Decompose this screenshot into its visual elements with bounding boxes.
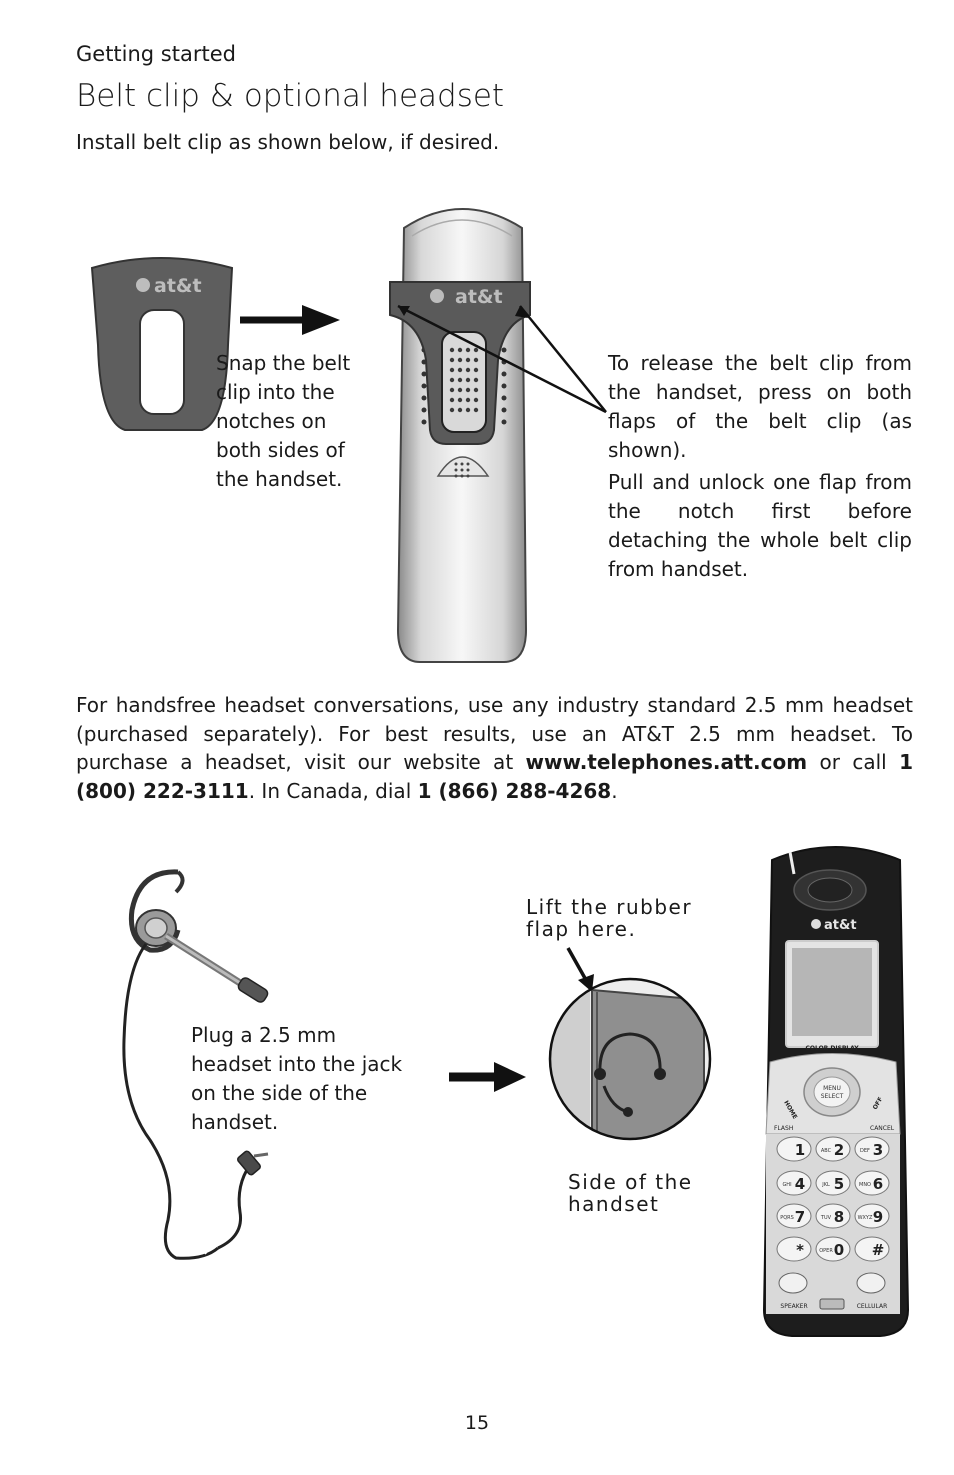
cancel-label: CANCEL <box>870 1125 895 1132</box>
key-digit: 3 <box>873 1141 883 1159</box>
lift-pointer <box>566 947 594 992</box>
key-digit: 7 <box>795 1208 805 1226</box>
key-2-button[interactable] <box>815 1136 851 1162</box>
key-letters: ABC <box>821 1148 832 1154</box>
side-label: Side of the handset <box>568 1171 693 1215</box>
section-label: Getting started <box>76 42 236 66</box>
arrow-right-icon <box>449 1062 526 1092</box>
speaker-button[interactable] <box>778 1272 808 1294</box>
key-6-button[interactable] <box>854 1170 890 1196</box>
key-digit: 8 <box>834 1208 844 1226</box>
key-5-button[interactable] <box>815 1170 851 1196</box>
key-digit: 9 <box>873 1208 883 1226</box>
key-digit: 4 <box>795 1175 805 1193</box>
key-3-button[interactable] <box>854 1136 890 1162</box>
key-letters: OPER <box>819 1248 833 1254</box>
unlock-instruction: Pull and unlock one flap from the notch … <box>608 470 912 581</box>
key-star-button[interactable] <box>776 1236 812 1262</box>
lift-instruction: Lift the rubber flap here. <box>526 896 692 940</box>
phone-canada: 1 (866) 288-4268 <box>417 778 612 803</box>
key-digit: 1 <box>795 1141 805 1159</box>
key-7-button[interactable] <box>776 1203 812 1229</box>
headset-icon <box>122 869 269 1260</box>
lift-line-2: flap here. <box>526 917 637 941</box>
website-link[interactable]: www.telephones.att.com <box>525 750 808 774</box>
key-letters: GHI <box>782 1182 791 1188</box>
headset-illustration: at&t COLOR DISPLAY MENU SELECT HOME OFF … <box>122 846 910 1337</box>
key-digit: * <box>796 1241 804 1259</box>
plug-instruction: Plug a 2.5 mm headset into the jack on t… <box>191 1023 403 1134</box>
key-letters: MNO <box>859 1182 871 1188</box>
intro-text: Install belt clip as shown below, if des… <box>76 130 500 154</box>
flap-pointer-lines <box>397 304 607 414</box>
side-line-1: Side of the <box>568 1170 693 1194</box>
key-1-button[interactable] <box>776 1136 812 1162</box>
key-0-button[interactable] <box>815 1236 851 1262</box>
page-number: 15 <box>464 1412 490 1434</box>
key-9-button[interactable] <box>854 1203 890 1229</box>
page-title: Belt clip & optional headset <box>76 78 505 114</box>
color-display-text: COLOR DISPLAY <box>805 1045 859 1052</box>
key-digit: 5 <box>834 1175 844 1193</box>
release-instruction: To release the belt clip from the handse… <box>608 351 912 462</box>
headset-jack-icon <box>594 1032 666 1117</box>
headset-info-text: . In Canada, dial <box>248 778 418 803</box>
side-line-2: handset <box>568 1192 660 1216</box>
key-digit: 2 <box>834 1141 844 1159</box>
key-8-button[interactable] <box>815 1203 851 1229</box>
headset-info-text: . <box>611 778 618 803</box>
headset-info-paragraph: For handsfree headset conversations, use… <box>76 691 913 805</box>
snap-instruction: Snap the belt clip into the notches on b… <box>216 351 351 491</box>
handset-back-icon: at&t <box>389 208 531 663</box>
microphone-icon <box>819 1298 845 1310</box>
key-digit: 0 <box>834 1241 844 1259</box>
flash-label: FLASH <box>774 1125 793 1132</box>
belt-clip-illustration: at&t at&t <box>90 208 607 663</box>
clip-logo-text: at&t <box>154 275 202 297</box>
key-digit: 6 <box>873 1175 883 1193</box>
cellular-label: CELLULAR <box>857 1303 888 1310</box>
phone-logo-text: at&t <box>824 918 857 933</box>
belt-clip-icon: at&t <box>90 257 234 431</box>
key-letters: WXYZ <box>858 1215 873 1221</box>
key-hash-button[interactable] <box>854 1236 890 1262</box>
headset-info-text: For handsfree headset conversations, use… <box>76 693 913 774</box>
lift-line-1: Lift the rubber <box>526 895 693 919</box>
phone-us: 1 (800) 222-3111 <box>76 750 913 803</box>
headset-info-text: or call <box>807 750 900 774</box>
menu-label: MENU <box>823 1085 841 1092</box>
key-letters: DEF <box>860 1148 870 1154</box>
key-letters: JKL <box>821 1182 830 1188</box>
handset-clip-logo-text: at&t <box>455 286 503 308</box>
key-letters: PQRS <box>780 1215 794 1221</box>
jack-closeup <box>548 977 712 1141</box>
key-4-button[interactable] <box>776 1170 812 1196</box>
menu-select-button[interactable] <box>813 1076 851 1108</box>
speaker-label: SPEAKER <box>780 1303 807 1310</box>
arrow-right-icon <box>240 305 340 335</box>
key-letters: TUV <box>820 1215 832 1221</box>
cordless-phone: at&t COLOR DISPLAY MENU SELECT HOME OFF … <box>762 846 910 1337</box>
select-label: SELECT <box>821 1093 844 1100</box>
cellular-button[interactable] <box>856 1272 886 1294</box>
key-digit: # <box>872 1241 885 1259</box>
